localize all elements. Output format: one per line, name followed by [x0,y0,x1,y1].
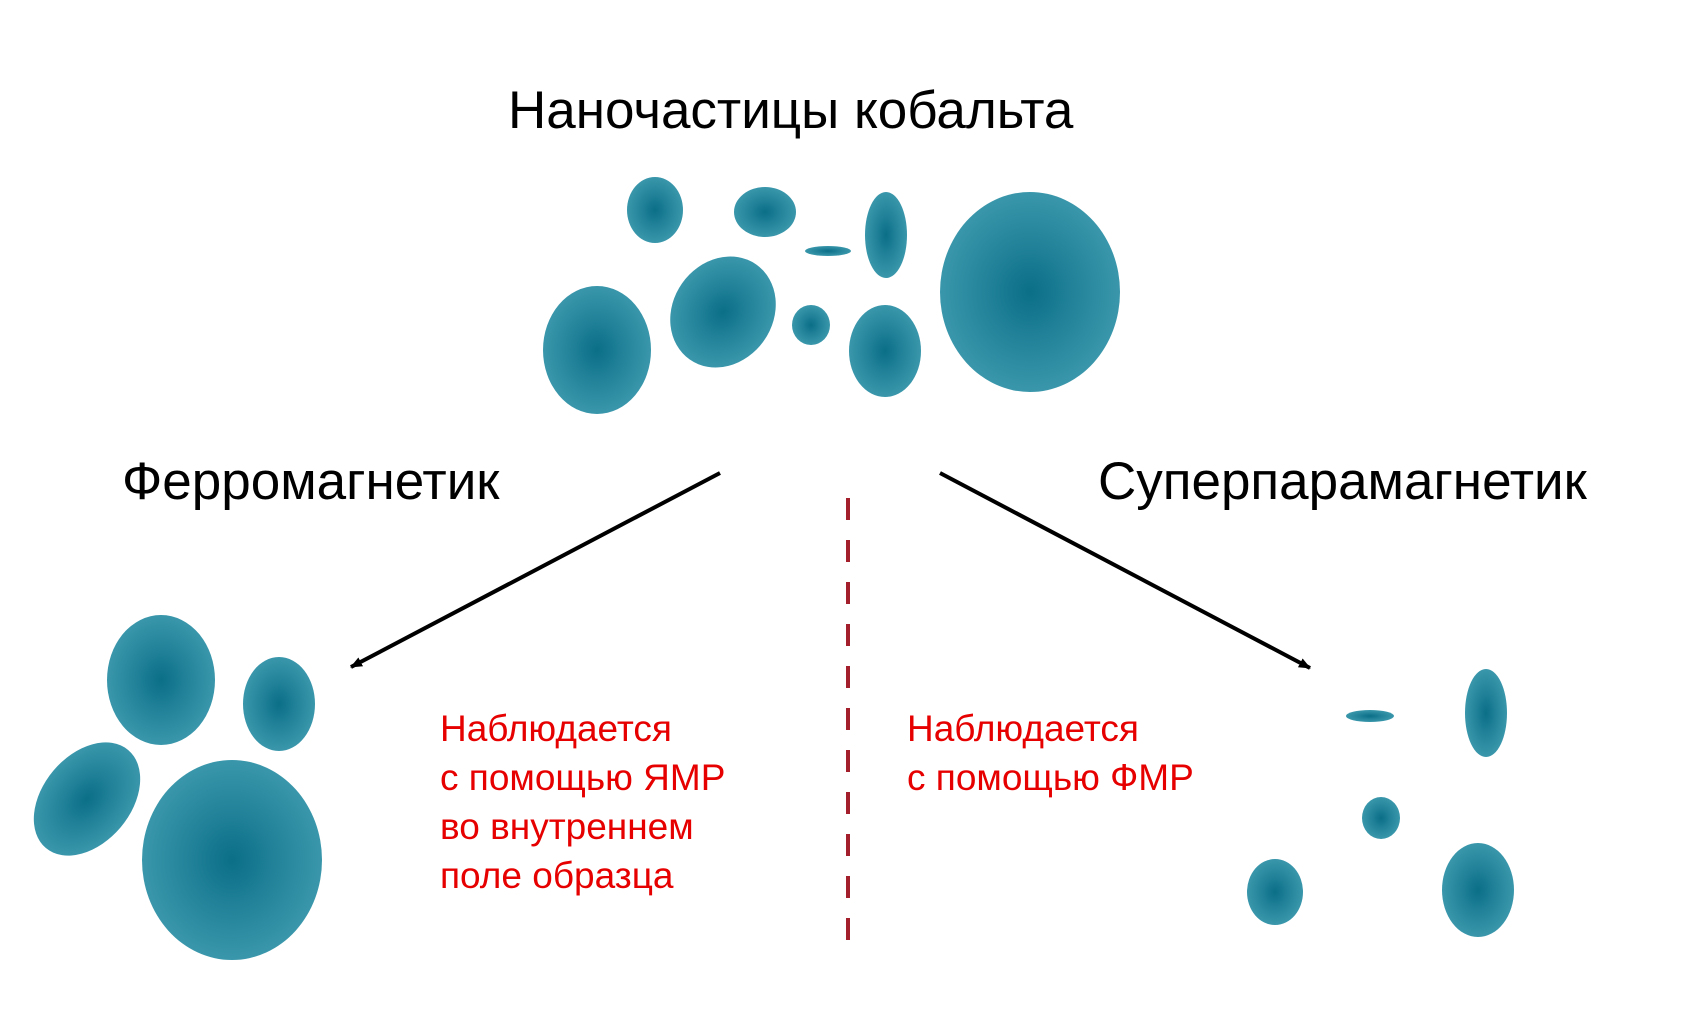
cobalt-nanoparticle-icon [865,192,907,278]
cobalt-nanoparticle-icon [805,246,851,256]
arrow-icon [939,471,1311,670]
cobalt-nanoparticle-icon [142,760,322,960]
superparamagnet-particle-set [1247,669,1514,937]
cobalt-nanoparticle-icon [627,177,683,243]
cobalt-nanoparticle-icon [33,742,141,856]
nmr-note-line: Наблюдается [440,708,672,749]
cobalt-nanoparticle-icon [543,286,651,414]
nmr-note: Наблюдается с помощью ЯМР во внутреннем … [440,704,725,900]
fmr-note-line: с помощью ФМР [907,757,1194,798]
cobalt-nanoparticle-icon [670,256,776,368]
cobalt-nanoparticle-icon [1442,843,1514,937]
cobalt-nanoparticle-icon [1346,710,1394,722]
cobalt-nanoparticle-icon [1362,797,1400,839]
cobalt-nanoparticle-icon [734,187,796,237]
top-particle-cluster [543,177,1120,414]
ferromagnet-particle-cluster [33,615,322,960]
diagram-title: Наночастицы кобальта [508,81,1074,140]
cobalt-nanoparticle-icon [849,305,921,397]
nmr-note-line: с помощью ЯМР [440,757,726,798]
cobalt-nanoparticle-icon [1247,859,1303,925]
cobalt-nanoparticle-icon [107,615,215,745]
cobalt-nanoparticle-icon [243,657,315,751]
superparamagnet-label: Суперпарамагнетик [1098,452,1587,511]
cobalt-nanoparticle-icon [1465,669,1507,757]
fmr-note-line: Наблюдается [907,708,1139,749]
arrow-icon [350,471,721,669]
ferromagnet-label: Ферромагнетик [122,452,500,511]
cobalt-nanoparticle-icon [792,305,830,345]
nmr-note-line: поле образца [440,855,674,896]
cobalt-nanoparticle-icon [940,192,1120,392]
fmr-note: Наблюдается с помощью ФМР [907,704,1194,802]
nmr-note-line: во внутреннем [440,806,694,847]
